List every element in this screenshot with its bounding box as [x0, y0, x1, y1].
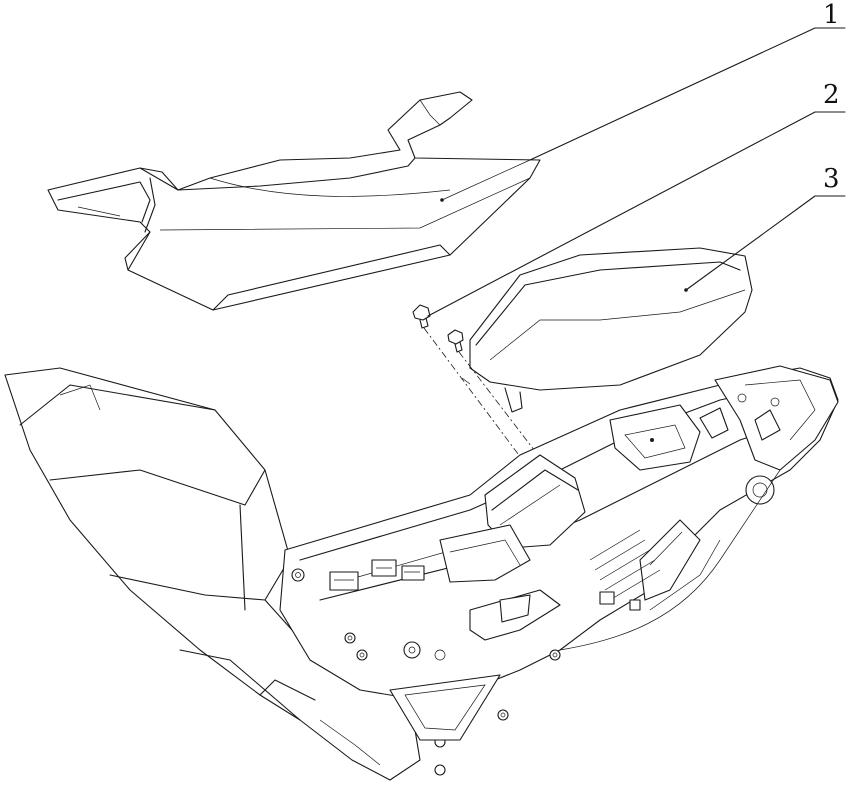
callout-number-1: 1: [823, 0, 840, 30]
part-3-passenger-seat: [461, 247, 753, 413]
callout-leaders: [427, 27, 846, 317]
callout-number-2: 2: [823, 80, 840, 110]
part-1-rider-seat: [47, 91, 541, 311]
callout-number-3: 3: [823, 164, 840, 194]
motorcycle-body-frame: [4, 365, 839, 781]
